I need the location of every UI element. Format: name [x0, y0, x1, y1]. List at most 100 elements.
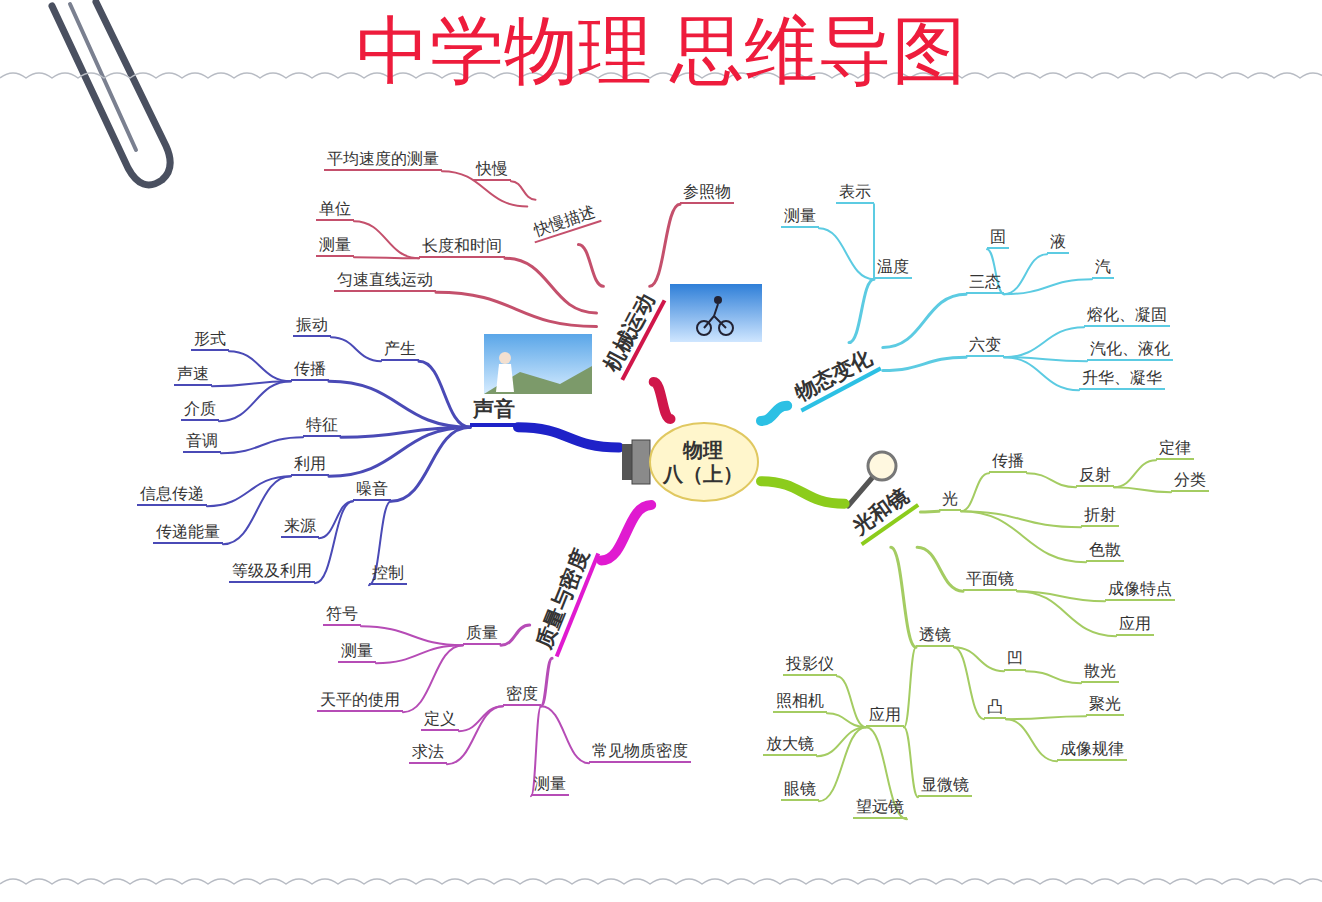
node-text: 升华、凝华: [1079, 368, 1165, 387]
node-text: 熔化、凝固: [1084, 305, 1170, 324]
branch-label: 密度: [503, 684, 541, 706]
node-text: 固: [987, 227, 1009, 246]
branch-line: [1006, 719, 1057, 761]
node-text: 应用: [1116, 614, 1154, 633]
node-text: 物理: [680, 438, 726, 462]
node-text: 测量: [338, 641, 376, 660]
branch-label: 天平的使用: [317, 690, 403, 712]
branch-label: 控制: [369, 563, 407, 585]
branch-label: 音调: [183, 431, 221, 453]
node-text: 机械运动: [598, 287, 662, 378]
branch-line: [501, 625, 530, 645]
branch-line: [601, 505, 651, 560]
node-text: 液: [1047, 232, 1069, 251]
node-text: 声音: [470, 397, 518, 422]
main-branch-label: 机械运动: [598, 287, 667, 381]
photo-bicycle: [670, 284, 762, 342]
node-text: 来源: [281, 516, 319, 535]
branch-label: 利用: [291, 454, 329, 476]
node-text: 信息传递: [137, 484, 207, 503]
branch-label: 振动: [293, 315, 331, 337]
branch-label: 常见物质密度: [589, 741, 691, 763]
branch-label: 色散: [1086, 540, 1124, 562]
node-text: 散光: [1081, 661, 1119, 680]
branch-label: 平面镜: [963, 569, 1017, 591]
node-text: 质量: [463, 623, 501, 642]
branch-label: 透镜: [916, 625, 954, 647]
branch-label: 三态: [966, 272, 1004, 294]
node-text: 温度: [874, 257, 912, 276]
branch-line: [954, 647, 984, 719]
node-text: 密度: [503, 684, 541, 703]
paper-clip: [52, 2, 170, 185]
branch-label: 温度: [874, 257, 912, 279]
branch-label: 汽: [1092, 257, 1114, 279]
branch-label: 传播: [291, 359, 329, 381]
branch-line: [221, 437, 303, 453]
node-text: 眼镜: [781, 779, 819, 798]
branch-line: [819, 228, 874, 279]
node-text: 凸: [984, 697, 1006, 716]
branch-label: 望远镜: [853, 797, 907, 819]
branch-line: [1006, 716, 1086, 719]
node-text: 长度和时间: [419, 236, 505, 255]
node-text: 透镜: [916, 625, 954, 644]
branch-label: 显微镜: [918, 775, 972, 797]
node-text: 控制: [369, 563, 407, 582]
node-text: 色散: [1086, 540, 1124, 559]
branch-line: [1004, 357, 1079, 390]
node-text: 表示: [836, 182, 874, 201]
node-text: 投影仪: [783, 654, 837, 673]
branch-label: 快慢描述: [528, 201, 601, 244]
node-text: 光和镜: [846, 482, 917, 542]
branch-label: 声速: [174, 364, 212, 386]
node-text: 成像特点: [1105, 579, 1175, 598]
branch-label: 光: [939, 489, 961, 511]
node-text: 聚光: [1086, 694, 1124, 713]
branch-label: 应用: [866, 705, 904, 727]
node-text: 测量: [316, 235, 354, 254]
node-text: 汽: [1092, 257, 1114, 276]
branch-line: [961, 473, 989, 511]
branch-label: 定义: [421, 709, 459, 731]
node-text: 定义: [421, 709, 459, 728]
branch-label: 平均速度的测量: [324, 149, 442, 171]
branch-label: 散光: [1081, 661, 1119, 683]
branch-line: [761, 481, 845, 504]
branch-line: [883, 294, 966, 347]
branch-label: 长度和时间: [419, 236, 505, 258]
branch-label: 折射: [1081, 505, 1119, 527]
branch-line: [837, 676, 866, 727]
node-text: 应用: [866, 705, 904, 724]
branch-label: 六变: [966, 335, 1004, 357]
node-text: 反射: [1076, 465, 1114, 484]
branch-line: [331, 337, 381, 361]
node-text: 特征: [303, 415, 341, 434]
main-branch-label: 物态变化: [788, 344, 882, 413]
branch-label: 凹: [1004, 649, 1026, 671]
branch-label: 凸: [984, 697, 1006, 719]
branch-label: 介质: [181, 399, 219, 421]
wavy-border: [0, 73, 1322, 884]
branch-line: [904, 727, 918, 797]
node-text: 声速: [174, 364, 212, 383]
branch-line: [954, 647, 1004, 671]
node-text: 光: [939, 489, 961, 508]
branch-line: [578, 245, 603, 287]
branch-line: [315, 501, 353, 583]
branch-line: [1114, 487, 1171, 492]
branch-label: 表示: [836, 182, 874, 204]
branch-label: 投影仪: [783, 654, 837, 676]
node-text: 测量: [531, 774, 569, 793]
branch-label: 应用: [1116, 614, 1154, 636]
node-text: 望远镜: [853, 797, 907, 816]
branch-line: [917, 547, 963, 591]
branch-line: [459, 706, 503, 731]
branch-label: 等级及利用: [229, 561, 315, 583]
branch-line: [419, 361, 470, 427]
title: 中学物理 思维导图: [0, 2, 1322, 102]
node-text: 快慢: [473, 159, 511, 178]
branch-label: 快慢: [473, 159, 511, 181]
